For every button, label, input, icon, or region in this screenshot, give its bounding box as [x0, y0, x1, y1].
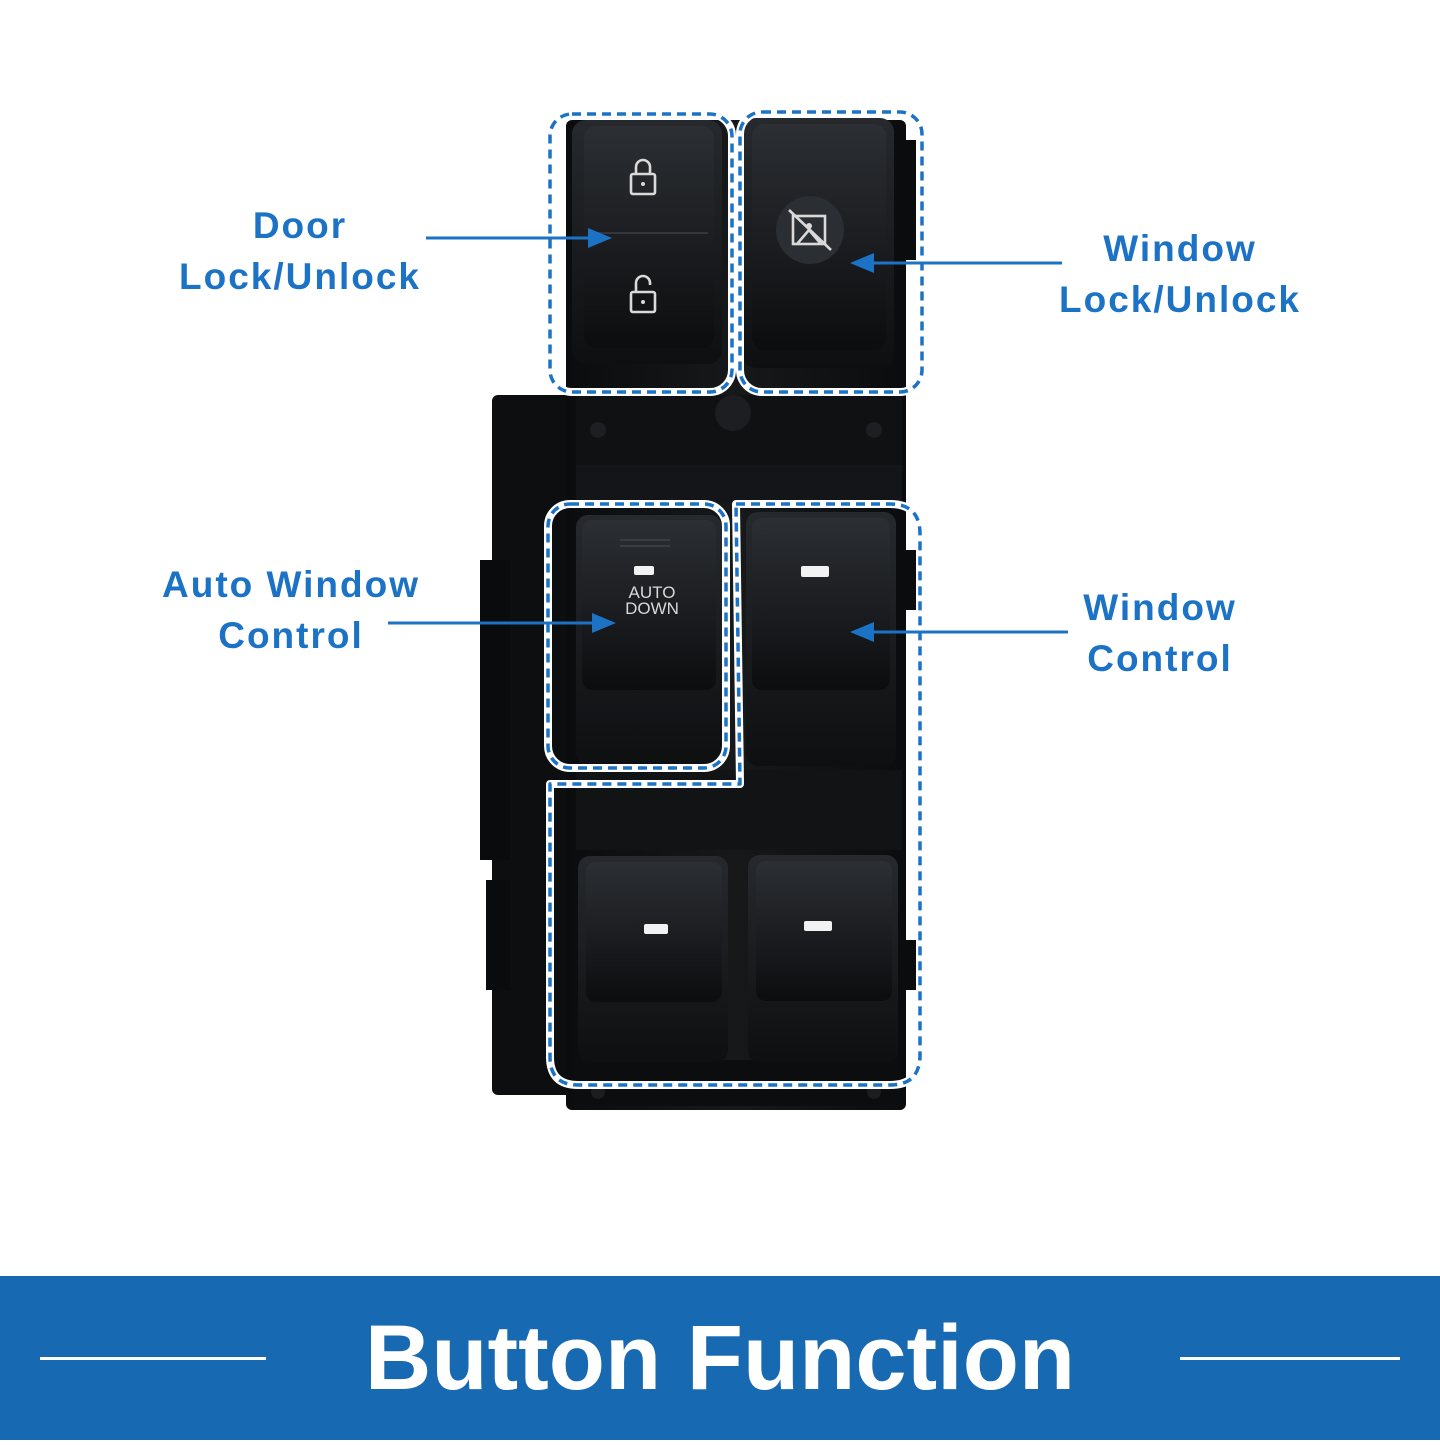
- auto-window-label-line1: Auto Window: [162, 564, 420, 605]
- indicator-light: [804, 921, 832, 931]
- indicator-light: [634, 566, 654, 575]
- window-switch-rear-right: [748, 855, 898, 1063]
- lock-closed-icon: [629, 158, 657, 196]
- door-lock-label-line2: Lock/Unlock: [179, 256, 421, 297]
- door-lock-label-line1: Door: [252, 205, 348, 246]
- window-lock-label-line2: Lock/Unlock: [1059, 279, 1301, 320]
- window-control-label-line2: Control: [1087, 638, 1233, 679]
- window-control-arrow: [850, 622, 1068, 642]
- window-switch-rear-left: [578, 856, 728, 1062]
- window-control-label-line1: Window: [1083, 587, 1237, 628]
- indicator-light: [644, 924, 668, 934]
- auto-window-switch: AUTO DOWN: [576, 515, 722, 765]
- banner-rule-left: [40, 1357, 266, 1360]
- window-switch-front-right: [746, 512, 896, 766]
- door-lock-highlight: [548, 112, 734, 394]
- title-banner: Button Function: [0, 1276, 1440, 1440]
- window-lock-label: Window Lock/Unlock: [1040, 223, 1320, 325]
- window-control-label: Window Control: [1040, 582, 1280, 684]
- indicator-light: [801, 566, 829, 577]
- window-lock-label-line1: Window: [1103, 228, 1257, 269]
- door-lock-label: Door Lock/Unlock: [160, 200, 440, 302]
- window-lock-icon: [788, 209, 832, 251]
- banner-title: Button Function: [364, 1307, 1076, 1409]
- auto-label: AUTO: [629, 583, 676, 602]
- auto-window-label-line2: Control: [218, 615, 364, 656]
- door-lock-arrow: [426, 228, 612, 248]
- window-lock-arrow: [850, 253, 1062, 273]
- auto-window-highlight: [546, 502, 728, 770]
- window-control-highlight: [548, 502, 922, 1087]
- banner-rule-right: [1180, 1357, 1400, 1360]
- lock-open-icon: [629, 274, 657, 314]
- auto-window-label: Auto Window Control: [141, 559, 441, 661]
- window-lock-highlight: [738, 110, 924, 394]
- down-label: DOWN: [625, 599, 679, 618]
- auto-window-arrow: [388, 613, 616, 633]
- door-lock-switch: [572, 120, 722, 364]
